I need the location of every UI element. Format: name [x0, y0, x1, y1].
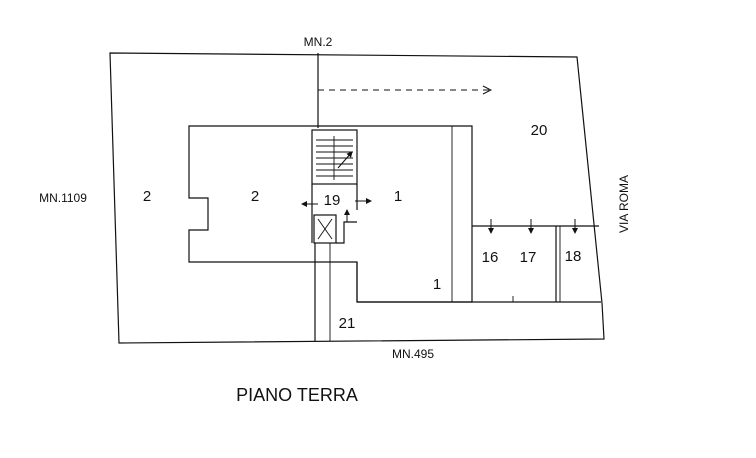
stair-steps	[316, 136, 353, 180]
room-17: 17	[520, 249, 537, 266]
room-1-lower: 1	[433, 276, 441, 293]
room-2-center: 2	[251, 188, 259, 205]
room-21: 21	[339, 315, 356, 332]
plan-title: PIANO TERRA	[236, 385, 358, 405]
room-1-upper: 1	[394, 188, 402, 205]
room-18: 18	[565, 248, 582, 265]
label-via-roma: VIA ROMA	[617, 175, 631, 233]
elevator-x-2	[317, 218, 333, 240]
room-16: 16	[482, 249, 499, 266]
label-mn-2: MN.2	[304, 35, 333, 49]
stair-direction	[337, 151, 353, 169]
lot-boundary	[109, 52, 605, 344]
elevator-shaft	[336, 221, 357, 244]
room-20: 20	[531, 122, 548, 139]
stair-block	[311, 129, 358, 185]
elevator	[313, 214, 337, 244]
room-19: 19	[324, 192, 341, 209]
label-mn-495: MN.495	[392, 347, 434, 361]
building-outline	[188, 125, 473, 303]
room-2-left: 2	[143, 188, 151, 205]
label-mn-1109: MN.1109	[39, 191, 87, 205]
